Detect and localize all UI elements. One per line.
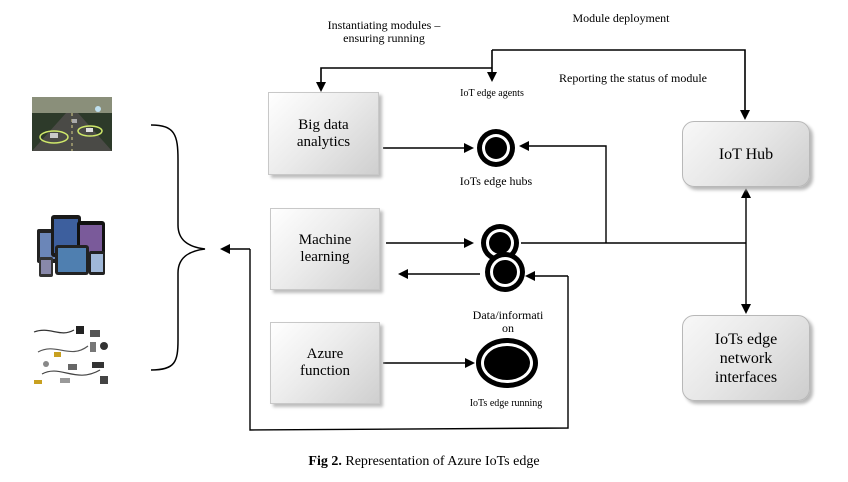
machine-learning-box: Machine learning (270, 208, 380, 290)
caption-prefix: Fig 2. (308, 454, 342, 469)
iot-edge-agents-label: IoT edge agents (460, 88, 524, 99)
iots-edge-network-box: IoTs edge network interfaces (682, 315, 810, 401)
instantiating-label: Instantiating modules – ensuring running (327, 18, 441, 45)
tablets-phones-icon (37, 215, 105, 277)
arrow-to-big-data (316, 67, 492, 92)
iot-hub-box: IoT Hub (682, 121, 810, 187)
bottom-loop (249, 249, 569, 431)
reporting-status-label: Reporting the status of module (559, 71, 707, 85)
module-deployment-label: Module deployment (572, 11, 670, 25)
iots-edge-running-label: IoTs edge running (469, 398, 543, 409)
edge-running-node (476, 338, 538, 388)
arrow-hub-feedback (519, 141, 607, 243)
big-data-analytics-box: Big data analytics (268, 92, 379, 175)
traffic-scene-icon (32, 97, 112, 151)
figure-caption: Fig 2. Representation of Azure IoTs edge (0, 454, 848, 470)
curly-brace (150, 124, 206, 371)
edge-hub-node (477, 129, 515, 167)
arrow-module-deployment (492, 49, 750, 120)
iots-edge-hubs-label: IoTs edge hubs (459, 174, 533, 188)
data-information-label: Data/informati on (472, 308, 544, 335)
data-node-lower (485, 252, 525, 292)
caption-text: Representation of Azure IoTs edge (341, 454, 540, 469)
data-node-upper (481, 224, 519, 262)
sensors-icon (30, 322, 114, 388)
azure-function-box: Azure function (270, 322, 380, 404)
